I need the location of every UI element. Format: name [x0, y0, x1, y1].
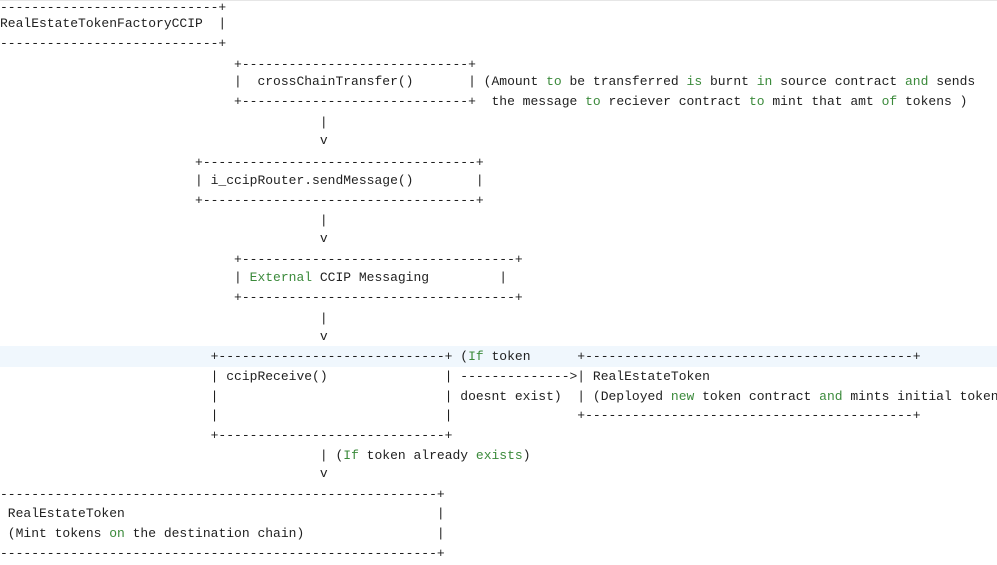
token-box-bottom: ----------------------------------------…	[0, 546, 445, 561]
arrow-stem-1: |	[0, 115, 328, 130]
transfer-box-bottom: +-----------------------------+ the mess…	[0, 94, 968, 109]
arrow-head-3: v	[0, 329, 328, 344]
ccip-messaging-box-bottom: +-----------------------------------+	[0, 290, 523, 305]
transfer-box-top: +-----------------------------+	[0, 57, 476, 72]
token-box-label: RealEstateToken |	[0, 506, 445, 521]
router-box-bottom: +-----------------------------------+	[0, 193, 484, 208]
arrow-head-2: v	[0, 231, 328, 246]
ccip-messaging-box-label: | External CCIP Messaging |	[0, 270, 508, 285]
current-line-highlight	[0, 346, 997, 367]
receive-box-bottom: +-----------------------------+	[0, 428, 453, 443]
arrow-stem-3: |	[0, 311, 328, 326]
receive-box-row-2: | | doesnt exist) | (Deployed new token …	[0, 389, 997, 404]
top-border	[0, 0, 997, 1]
ccip-messaging-box-top: +-----------------------------------+	[0, 252, 523, 267]
receive-box-top: +-----------------------------+ (If toke…	[0, 349, 921, 364]
router-box-label: | i_ccipRouter.sendMessage() |	[0, 173, 484, 188]
transfer-box-label: | crossChainTransfer() | (Amount to be t…	[0, 74, 976, 89]
factory-box-bottom: ----------------------------+	[0, 36, 227, 51]
receive-box-row-3: | | +-----------------------------------…	[0, 408, 921, 423]
receive-box-label: | ccipReceive() | -------------->| RealE…	[0, 369, 710, 384]
arrow-head-4: v	[0, 466, 328, 481]
token-box-top: ----------------------------------------…	[0, 487, 445, 502]
factory-box-label: RealEstateTokenFactoryCCIP |	[0, 16, 227, 31]
router-box-top: +-----------------------------------+	[0, 155, 484, 170]
arrow-stem-4: | (If token already exists)	[0, 448, 531, 463]
arrow-stem-2: |	[0, 213, 328, 228]
token-box-description: (Mint tokens on the destination chain) |	[0, 526, 445, 541]
arrow-head-1: v	[0, 133, 328, 148]
factory-box-top: ----------------------------+	[0, 0, 227, 15]
